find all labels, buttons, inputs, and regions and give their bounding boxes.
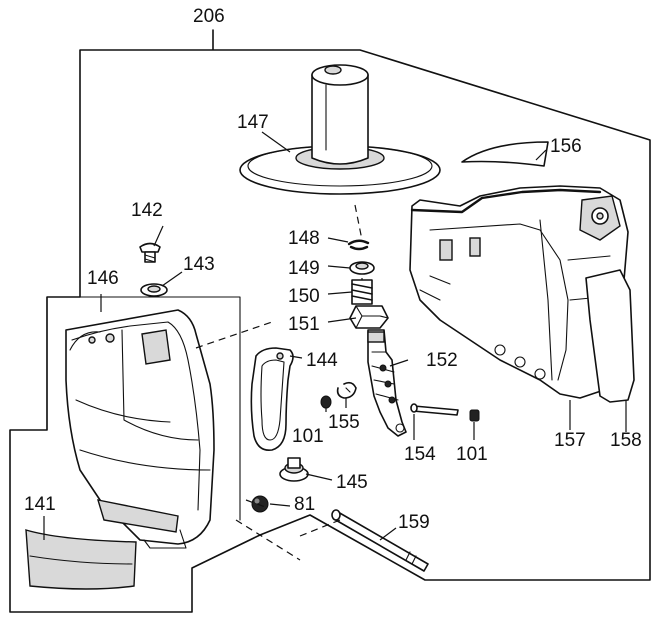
- part-148-clip: [347, 239, 370, 251]
- part-150-spring: [351, 279, 373, 305]
- callout-152: 152: [426, 350, 458, 371]
- callout-159: 159: [398, 512, 430, 533]
- part-146-housing: [65, 309, 215, 549]
- callout-146: 146: [87, 268, 119, 289]
- callout-157: 157: [554, 430, 586, 451]
- callout-145: 145: [336, 472, 368, 493]
- part-81-ball: [251, 495, 269, 513]
- callout-101-left: 101: [292, 426, 324, 447]
- part-142-screw: [139, 242, 161, 263]
- callout-141: 141: [24, 494, 56, 515]
- callout-206: 206: [193, 6, 225, 27]
- callout-149: 149: [288, 258, 320, 279]
- part-141-label: [25, 529, 137, 590]
- callout-101-right: 101: [456, 444, 488, 465]
- callout-158: 158: [610, 430, 642, 451]
- part-151-nut: [349, 305, 389, 329]
- part-152-lever: [367, 329, 407, 437]
- callout-147: 147: [237, 112, 269, 133]
- part-143-washer: [140, 283, 168, 297]
- callout-156: 156: [550, 136, 582, 157]
- callout-154: 154: [404, 444, 436, 465]
- part-156-flap: [461, 141, 549, 167]
- part-157-frame: [409, 185, 629, 399]
- part-147-disc-tube: [239, 64, 441, 195]
- part-145-fitting: [279, 457, 309, 482]
- callout-151: 151: [288, 314, 320, 335]
- callout-150: 150: [288, 286, 320, 307]
- part-154-pin: [410, 403, 459, 416]
- callout-144: 144: [306, 350, 338, 371]
- part-158-panel: [585, 269, 635, 403]
- part-101-plug-left: [320, 395, 332, 409]
- callout-148: 148: [288, 228, 320, 249]
- part-159-rod: [331, 509, 429, 572]
- part-144-gasket: [250, 347, 294, 452]
- assembly-206-boundary: [9, 29, 651, 613]
- callout-142: 142: [131, 200, 163, 221]
- callout-81: 81: [294, 494, 315, 515]
- part-149-ring: [349, 261, 375, 275]
- callout-155: 155: [328, 412, 360, 433]
- housing-146-subbox: [46, 296, 241, 521]
- part-155-clip: [336, 381, 357, 399]
- part-101-plug-right: [469, 409, 480, 422]
- callout-143: 143: [183, 254, 215, 275]
- leader-lines: [43, 131, 627, 541]
- assembly-dash-lines: [195, 204, 363, 561]
